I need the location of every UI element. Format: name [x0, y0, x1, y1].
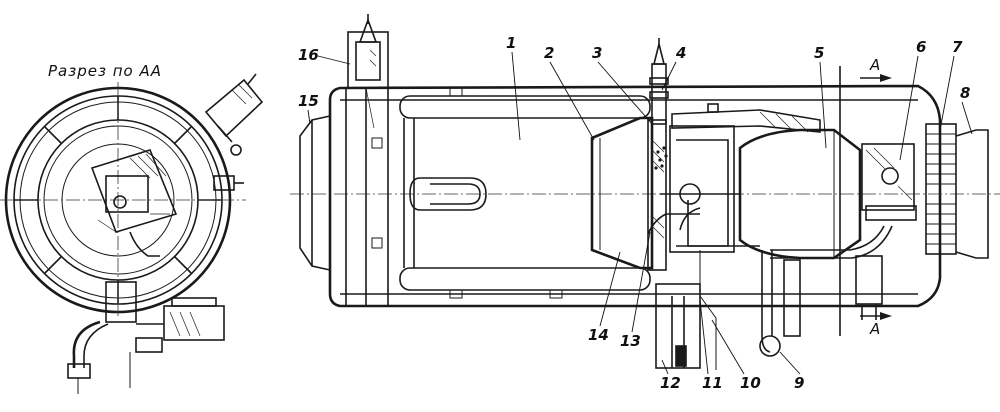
callout-12: 12	[660, 374, 681, 392]
callout-15: 15	[298, 92, 319, 110]
callout-4: 4	[675, 44, 686, 62]
callout-1: 1	[506, 34, 516, 52]
callout-8: 8	[960, 84, 970, 102]
callout-3: 3	[592, 44, 602, 62]
callout-16: 16	[298, 46, 319, 64]
section-caption: Разрез по АА	[48, 62, 162, 80]
callout-13: 13	[620, 332, 641, 350]
callout-labels: 1 2 3 4 5 6 7 8 16 15 14 13 12 11 10 9	[298, 34, 973, 392]
callout-10: 10	[740, 374, 761, 392]
callout-6: 6	[916, 38, 926, 56]
callout-7: 7	[952, 38, 963, 56]
callout-5: 5	[814, 44, 824, 62]
longitudinal-view: А А	[290, 14, 1000, 370]
callout-11: 11	[702, 374, 723, 392]
section-marker-bottom: А	[869, 320, 881, 338]
callout-9: 9	[794, 374, 804, 392]
callout-14: 14	[588, 326, 609, 344]
section-marker-top: А	[869, 56, 881, 74]
callout-2: 2	[544, 44, 554, 62]
cross-section-view: Разрез по АА	[0, 62, 264, 394]
